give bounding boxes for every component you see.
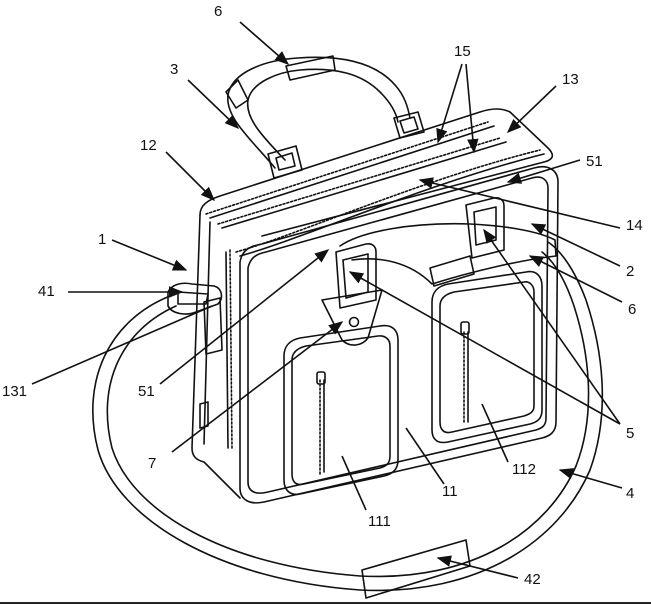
bag-left-zipper-b bbox=[225, 251, 229, 449]
leader-3 bbox=[187, 79, 240, 129]
left-pocket-inner bbox=[291, 335, 391, 486]
leader-2 bbox=[530, 223, 621, 267]
strap-loop-center bbox=[335, 243, 377, 309]
right-pocket-inner bbox=[439, 281, 535, 434]
leader-13 bbox=[506, 85, 557, 133]
bag-top-zipper-1 bbox=[205, 121, 489, 215]
handle-buckle-left bbox=[267, 145, 303, 179]
label-111: 111 bbox=[368, 513, 391, 530]
leader-42 bbox=[436, 555, 519, 579]
label-1: 1 bbox=[98, 231, 107, 248]
leader-6-top bbox=[239, 21, 290, 65]
leader-6-front bbox=[528, 255, 623, 303]
strap-loop-right bbox=[465, 197, 505, 259]
leader-11 bbox=[405, 427, 445, 485]
label-13: 13 bbox=[562, 71, 579, 88]
leader-51-top bbox=[506, 159, 581, 184]
leader-112 bbox=[481, 403, 509, 463]
label-6-front: 6 bbox=[628, 301, 637, 318]
bag-top-zipper-2b bbox=[221, 141, 507, 229]
bag-left-side-inner bbox=[203, 221, 211, 445]
handle-buckle-right-hole bbox=[399, 116, 419, 134]
leader-4 bbox=[558, 468, 623, 489]
leader-15-a bbox=[436, 63, 463, 144]
label-15: 15 bbox=[454, 43, 471, 60]
label-4: 4 bbox=[626, 485, 635, 502]
leader-1 bbox=[111, 239, 188, 271]
bag-top-zipper-3b bbox=[239, 153, 545, 257]
label-131: 131 bbox=[2, 383, 28, 400]
label-41: 41 bbox=[38, 283, 55, 300]
label-6: 6 bbox=[214, 3, 223, 20]
side-buckle-inner bbox=[177, 291, 209, 305]
shoulder-strap-inner bbox=[106, 251, 590, 578]
leader-12 bbox=[165, 151, 216, 202]
label-14: 14 bbox=[626, 217, 643, 234]
bag-front-panel bbox=[239, 166, 559, 504]
leader-5-a bbox=[348, 271, 621, 425]
bag-front-panel-inner bbox=[247, 176, 549, 494]
label-51-top: 51 bbox=[586, 153, 603, 170]
bag-left-side bbox=[191, 214, 241, 499]
leader-111 bbox=[341, 455, 367, 511]
shoulder-strap-outer bbox=[92, 241, 604, 592]
label-51-bottom: 51 bbox=[138, 383, 155, 400]
side-tab-131 bbox=[203, 297, 223, 355]
top-handle-inner bbox=[246, 68, 399, 161]
handle-buckle-right bbox=[393, 111, 425, 139]
bag-top-zipper-2 bbox=[217, 137, 501, 225]
leader-14 bbox=[418, 177, 621, 229]
label-42: 42 bbox=[524, 571, 541, 588]
bottom-rule bbox=[0, 602, 651, 604]
right-pocket-outer bbox=[431, 270, 543, 444]
right-pocket-zip-pull bbox=[460, 321, 470, 335]
leader-51-bottom bbox=[159, 249, 330, 385]
bag-left-zipper bbox=[229, 249, 233, 449]
bag-top-zipper-1b bbox=[209, 125, 495, 219]
d-ring-hole bbox=[348, 316, 360, 328]
leader-131 bbox=[31, 305, 213, 385]
label-112: 112 bbox=[512, 461, 536, 478]
leader-5-b bbox=[483, 228, 621, 425]
label-5: 5 bbox=[626, 425, 635, 442]
label-11: 11 bbox=[442, 483, 458, 500]
label-3: 3 bbox=[170, 61, 179, 78]
label-7: 7 bbox=[148, 455, 157, 472]
left-pocket-zip-pull bbox=[316, 371, 326, 385]
left-pocket-outer bbox=[283, 324, 399, 496]
bag-top-zipper-3 bbox=[235, 149, 541, 253]
handle-buckle-left-hole bbox=[275, 152, 296, 171]
side-zip-pull bbox=[199, 401, 209, 429]
label-12: 12 bbox=[140, 137, 157, 154]
label-2: 2 bbox=[626, 263, 635, 280]
shoulder-pad-42 bbox=[361, 539, 471, 599]
side-buckle bbox=[167, 282, 223, 315]
leader-7 bbox=[171, 321, 344, 453]
front-handle-grip bbox=[429, 255, 475, 287]
bag-top-panel bbox=[199, 108, 554, 237]
handle-end-left bbox=[225, 79, 249, 109]
front-handle bbox=[339, 222, 557, 285]
leader-15-b bbox=[465, 63, 479, 154]
handle-grip-6 bbox=[285, 55, 336, 81]
